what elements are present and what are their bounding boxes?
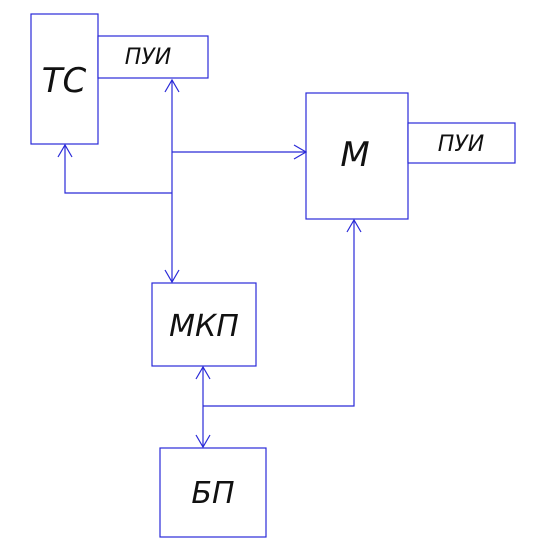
block-pui-right: [407, 122, 516, 164]
arrow-into-m-bottom: [346, 218, 362, 233]
block-bp: [159, 447, 267, 538]
label-pui-right: ПУИ: [438, 132, 484, 157]
bus-to-ts: [64, 145, 172, 194]
arrow-into-bp: [195, 434, 211, 449]
arrow-into-m-left: [293, 144, 308, 160]
label-ts: ТС: [42, 61, 87, 101]
label-pui-top: ПУИ: [125, 45, 171, 70]
label-bp: БП: [191, 476, 234, 511]
label-mkp: МКП: [169, 309, 239, 344]
bus-to-m-bottom: [203, 220, 355, 407]
arrow-into-mkp: [164, 269, 180, 284]
connection-lines: [57, 78, 362, 449]
block-mkp: [151, 282, 257, 367]
block-ts: [30, 13, 99, 145]
label-m: М: [340, 135, 369, 175]
arrow-into-mkp-bottom: [195, 365, 211, 380]
block-m: [305, 92, 409, 220]
arrow-into-pui-top: [164, 78, 180, 93]
arrow-into-ts: [57, 143, 73, 158]
block-pui-top: [97, 35, 209, 79]
